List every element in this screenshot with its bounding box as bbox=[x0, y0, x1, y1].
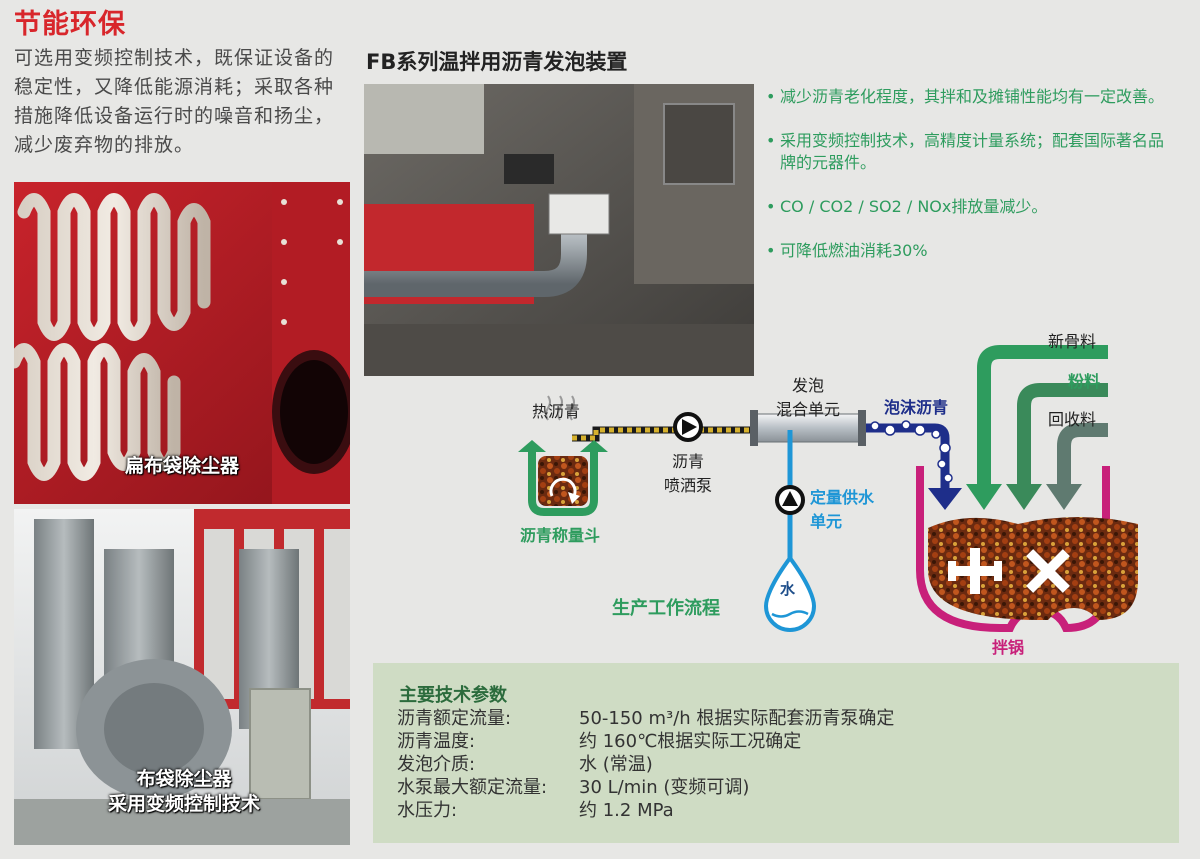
mixer-pot-label: 拌锅 bbox=[992, 638, 1025, 657]
mixer-paddle-cross-icon bbox=[948, 548, 1002, 594]
foaming-mixer-label-line2: 混合单元 bbox=[775, 400, 840, 419]
flat-bag-filter-illustration bbox=[14, 182, 350, 504]
asphalt-pump-label: 沥青 喷洒泵 bbox=[658, 448, 718, 496]
foaming-mixer-unit bbox=[750, 410, 866, 446]
water-drop-icon bbox=[763, 554, 817, 632]
hot-asphalt-line bbox=[572, 426, 756, 442]
foaming-mixer-label: 发泡 混合单元 bbox=[760, 372, 856, 420]
param-value: 50-150 m³/h 根据实际配套沥青泵确定 bbox=[579, 708, 895, 729]
param-value: 30 L/min (变频可调) bbox=[579, 777, 750, 798]
bag-filter-photo: 布袋除尘器 采用变频控制技术 bbox=[14, 509, 350, 845]
flat-bag-filter-photo: 扁布袋除尘器 bbox=[14, 182, 350, 504]
bag-filter-illustration bbox=[14, 509, 350, 845]
param-key: 沥青额定流量: bbox=[397, 708, 512, 729]
asphalt-pump-label-line2: 喷洒泵 bbox=[663, 476, 712, 495]
recycled-label: 回收料 bbox=[1048, 410, 1097, 429]
bag-filter-caption-line1: 布袋除尘器 bbox=[136, 768, 232, 790]
asphalt-pump-icon bbox=[673, 412, 703, 442]
tech-params-heading: 主要技术参数 bbox=[399, 685, 507, 706]
water-label: 水 bbox=[780, 580, 796, 598]
foaming-device-photo bbox=[364, 84, 754, 376]
hot-asphalt-label: 热沥青 bbox=[532, 402, 581, 421]
param-key: 水压力: bbox=[397, 800, 458, 821]
asphalt-hopper bbox=[518, 440, 608, 516]
recycled-arrow bbox=[1046, 423, 1108, 510]
powder-label: 粉料 bbox=[1068, 372, 1101, 391]
table-row: 水泵最大额定流量: 30 L/min (变频可调) bbox=[397, 776, 894, 799]
powder-arrow bbox=[1006, 383, 1108, 510]
bag-filter-caption-line2: 采用变频控制技术 bbox=[107, 793, 260, 815]
tech-params-box: 主要技术参数 沥青额定流量: 50-150 m³/h 根据实际配套沥青泵确定 沥… bbox=[373, 663, 1179, 843]
asphalt-hopper-label: 沥青称量斗 bbox=[520, 526, 601, 545]
param-value: 水 (常温) bbox=[579, 754, 653, 775]
foam-asphalt-line bbox=[866, 420, 962, 510]
water-unit-label-line2: 单元 bbox=[810, 512, 843, 531]
fb-feature-item: 采用变频控制技术，高精度计量系统；配套国际著名品牌的元器件。 bbox=[766, 130, 1176, 174]
param-key: 沥青温度: bbox=[397, 731, 476, 752]
mixer-pot bbox=[916, 466, 1138, 633]
bag-filter-caption: 布袋除尘器 采用变频控制技术 bbox=[54, 767, 314, 817]
param-key: 发泡介质: bbox=[397, 754, 476, 775]
param-value: 约 160℃根据实际工况确定 bbox=[579, 731, 802, 752]
water-unit-label-line1: 定量供水 bbox=[810, 488, 875, 507]
new-aggregate-arrow bbox=[966, 345, 1108, 510]
new-aggregate-label: 新骨料 bbox=[1048, 332, 1097, 351]
fb-feature-item: 减少沥青老化程度，其拌和及摊铺性能均有一定改善。 bbox=[766, 86, 1176, 108]
fb-section-title: FB系列温拌用沥青发泡装置 bbox=[366, 50, 628, 74]
foam-asphalt-label: 泡沫沥青 bbox=[884, 398, 949, 417]
param-key: 水泵最大额定流量: bbox=[397, 777, 548, 798]
table-row: 沥青温度: 约 160℃根据实际工况确定 bbox=[397, 730, 894, 753]
process-label: 生产工作流程 bbox=[612, 598, 720, 619]
table-row: 沥青额定流量: 50-150 m³/h 根据实际配套沥青泵确定 bbox=[397, 707, 894, 730]
steam-icon bbox=[545, 395, 575, 421]
table-row: 发泡介质: 水 (常温) bbox=[397, 753, 894, 776]
page-title: 节能环保 bbox=[14, 9, 126, 40]
water-pump-icon bbox=[775, 485, 805, 515]
fb-feature-item: 可降低燃油消耗30% bbox=[766, 240, 1176, 262]
water-unit-label: 定量供水 单元 bbox=[810, 484, 874, 532]
intro-text: 可选用变频控制技术，既保证设备的稳定性，又降低能源消耗；采取各种措施降低设备运行… bbox=[14, 47, 335, 156]
fb-feature-list: 减少沥青老化程度，其拌和及摊铺性能均有一定改善。 采用变频控制技术，高精度计量系… bbox=[766, 86, 1176, 284]
asphalt-pump-label-line1: 沥青 bbox=[671, 452, 704, 471]
table-row: 水压力: 约 1.2 MPa bbox=[397, 799, 894, 822]
foaming-device-illustration bbox=[364, 84, 754, 376]
param-value: 约 1.2 MPa bbox=[579, 800, 674, 821]
foaming-mixer-label-line1: 发泡 bbox=[791, 376, 824, 395]
fb-feature-item: CO / CO2 / SO2 / NOx排放量减少。 bbox=[766, 196, 1176, 218]
tech-params-table: 沥青额定流量: 50-150 m³/h 根据实际配套沥青泵确定 沥青温度: 约 … bbox=[397, 707, 894, 822]
mixer-paddle-x-icon bbox=[1026, 549, 1070, 593]
flat-bag-filter-caption: 扁布袋除尘器 bbox=[124, 455, 239, 477]
